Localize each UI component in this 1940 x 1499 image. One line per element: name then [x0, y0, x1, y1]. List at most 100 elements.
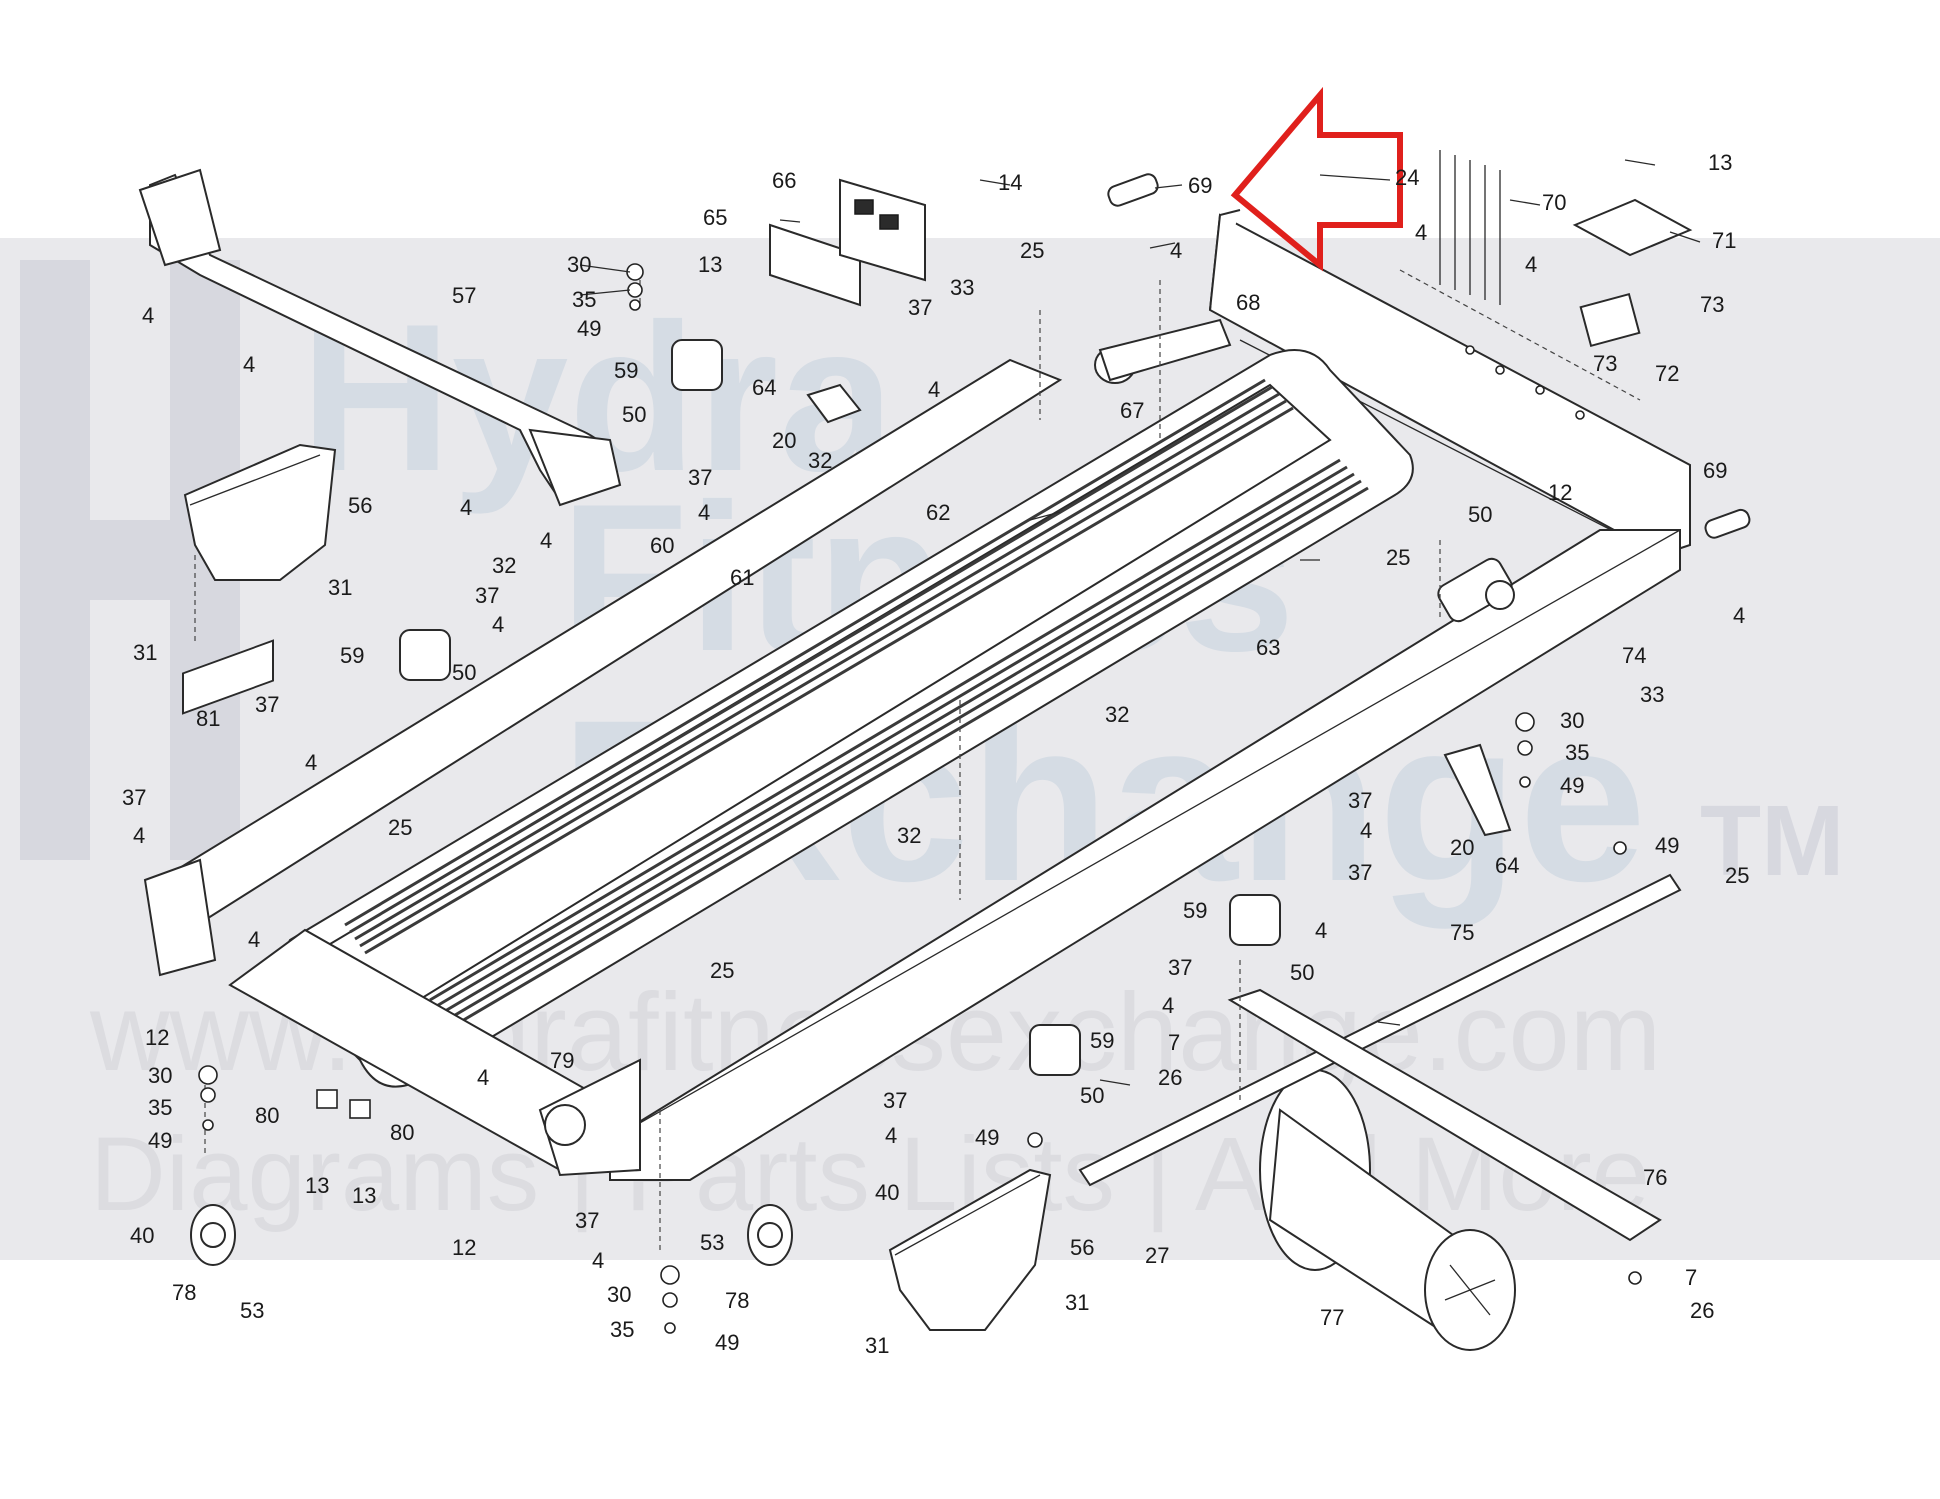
callout-59: 59 [1090, 1028, 1114, 1053]
callout-74: 74 [1622, 643, 1646, 668]
plate-65 [769, 223, 861, 307]
callout-37: 37 [1168, 955, 1192, 980]
end-caps-69 [1107, 173, 1751, 539]
callout-35: 35 [148, 1095, 172, 1120]
callout-40: 40 [130, 1223, 154, 1248]
callout-80: 80 [390, 1120, 414, 1145]
callout-49: 49 [975, 1125, 999, 1150]
callout-25: 25 [1020, 238, 1044, 263]
callout-12: 12 [1548, 480, 1572, 505]
callout-71: 71 [1712, 228, 1736, 253]
callout-25: 25 [388, 815, 412, 840]
callout-78: 78 [725, 1288, 749, 1313]
callout-12: 12 [452, 1235, 476, 1260]
callout-4: 4 [928, 377, 940, 402]
rear-hood-57 [138, 168, 622, 507]
callout-4: 4 [592, 1248, 604, 1273]
base-pan [228, 928, 642, 1177]
callout-56: 56 [348, 493, 372, 518]
callout-64: 64 [752, 375, 776, 400]
callout-63: 63 [1256, 635, 1280, 660]
drive-motor-77 [1259, 1069, 1516, 1351]
callout-49: 49 [148, 1128, 172, 1153]
callout-32: 32 [1105, 702, 1129, 727]
hardware [198, 263, 1642, 1334]
callout-62: 62 [926, 500, 950, 525]
callout-13: 13 [1708, 150, 1732, 175]
callout-75: 75 [1450, 920, 1474, 945]
callout-31: 31 [1065, 1290, 1089, 1315]
callout-25: 25 [1386, 545, 1410, 570]
callout-33: 33 [950, 275, 974, 300]
tread-belt [344, 378, 1369, 1030]
callout-78: 78 [172, 1280, 196, 1305]
callout-53: 53 [700, 1230, 724, 1255]
lift-tube-75 [1078, 873, 1682, 1242]
callout-30: 30 [148, 1063, 172, 1088]
highlight-arrow [1230, 86, 1403, 272]
callout-60: 60 [650, 533, 674, 558]
callout-7: 7 [1685, 1265, 1697, 1290]
callout-37: 37 [475, 583, 499, 608]
callout-64: 64 [1495, 853, 1519, 878]
callout-37: 37 [1348, 860, 1372, 885]
callout-40: 40 [875, 1180, 899, 1205]
decal-81 [182, 639, 274, 715]
callout-20: 20 [1450, 835, 1474, 860]
bracket-71 [1572, 198, 1693, 257]
callout-31: 31 [865, 1333, 889, 1358]
callout-57: 57 [452, 283, 476, 308]
side-cover-56-left [183, 443, 337, 581]
callout-61: 61 [730, 565, 754, 590]
callout-37: 37 [255, 692, 279, 717]
callout-49: 49 [1560, 773, 1584, 798]
callout-4: 4 [1360, 818, 1372, 843]
side-cover-56-right [888, 1168, 1052, 1331]
callout-30: 30 [607, 1282, 631, 1307]
callout-50: 50 [1468, 502, 1492, 527]
callout-73: 73 [1593, 351, 1617, 376]
callout-76: 76 [1643, 1165, 1667, 1190]
callout-4: 4 [1315, 918, 1327, 943]
callout-4: 4 [460, 495, 472, 520]
brackets-64 [806, 383, 1512, 837]
callout-53: 53 [240, 1298, 264, 1323]
callout-25: 25 [710, 958, 734, 983]
callout-68: 68 [1236, 290, 1260, 315]
callout-33: 33 [1640, 682, 1664, 707]
callout-31: 31 [133, 640, 157, 665]
callout-4: 4 [540, 528, 552, 553]
callout-13: 13 [352, 1183, 376, 1208]
frame-rail-left [143, 358, 1063, 977]
callout-49: 49 [1655, 833, 1679, 858]
callout-4: 4 [305, 750, 317, 775]
callout-24: 24 [1395, 165, 1419, 190]
callout-73: 73 [1700, 292, 1724, 317]
callout-4: 4 [492, 612, 504, 637]
callout-4: 4 [1162, 993, 1174, 1018]
callout-4: 4 [248, 927, 260, 952]
callout-65: 65 [703, 205, 727, 230]
callout-69: 69 [1703, 458, 1727, 483]
lift-arm-76 [1227, 988, 1662, 1242]
callout-50: 50 [452, 660, 476, 685]
callout-37: 37 [688, 465, 712, 490]
walking-deck [281, 349, 1414, 1088]
callout-4: 4 [243, 352, 255, 377]
callout-30: 30 [1560, 708, 1584, 733]
callout-12: 12 [145, 1025, 169, 1050]
callout-56: 56 [1070, 1235, 1094, 1260]
callout-37: 37 [575, 1208, 599, 1233]
callout-37: 37 [908, 295, 932, 320]
callout-30: 30 [567, 252, 591, 277]
callout-80: 80 [255, 1103, 279, 1128]
wheels-78 [190, 1204, 793, 1266]
callout-32: 32 [808, 448, 832, 473]
callout-59: 59 [340, 643, 364, 668]
callout-79: 79 [550, 1048, 574, 1073]
callout-4: 4 [1525, 252, 1537, 277]
callout-25: 25 [1725, 863, 1749, 888]
callout-67: 67 [1120, 398, 1144, 423]
callout-72: 72 [1655, 361, 1679, 386]
